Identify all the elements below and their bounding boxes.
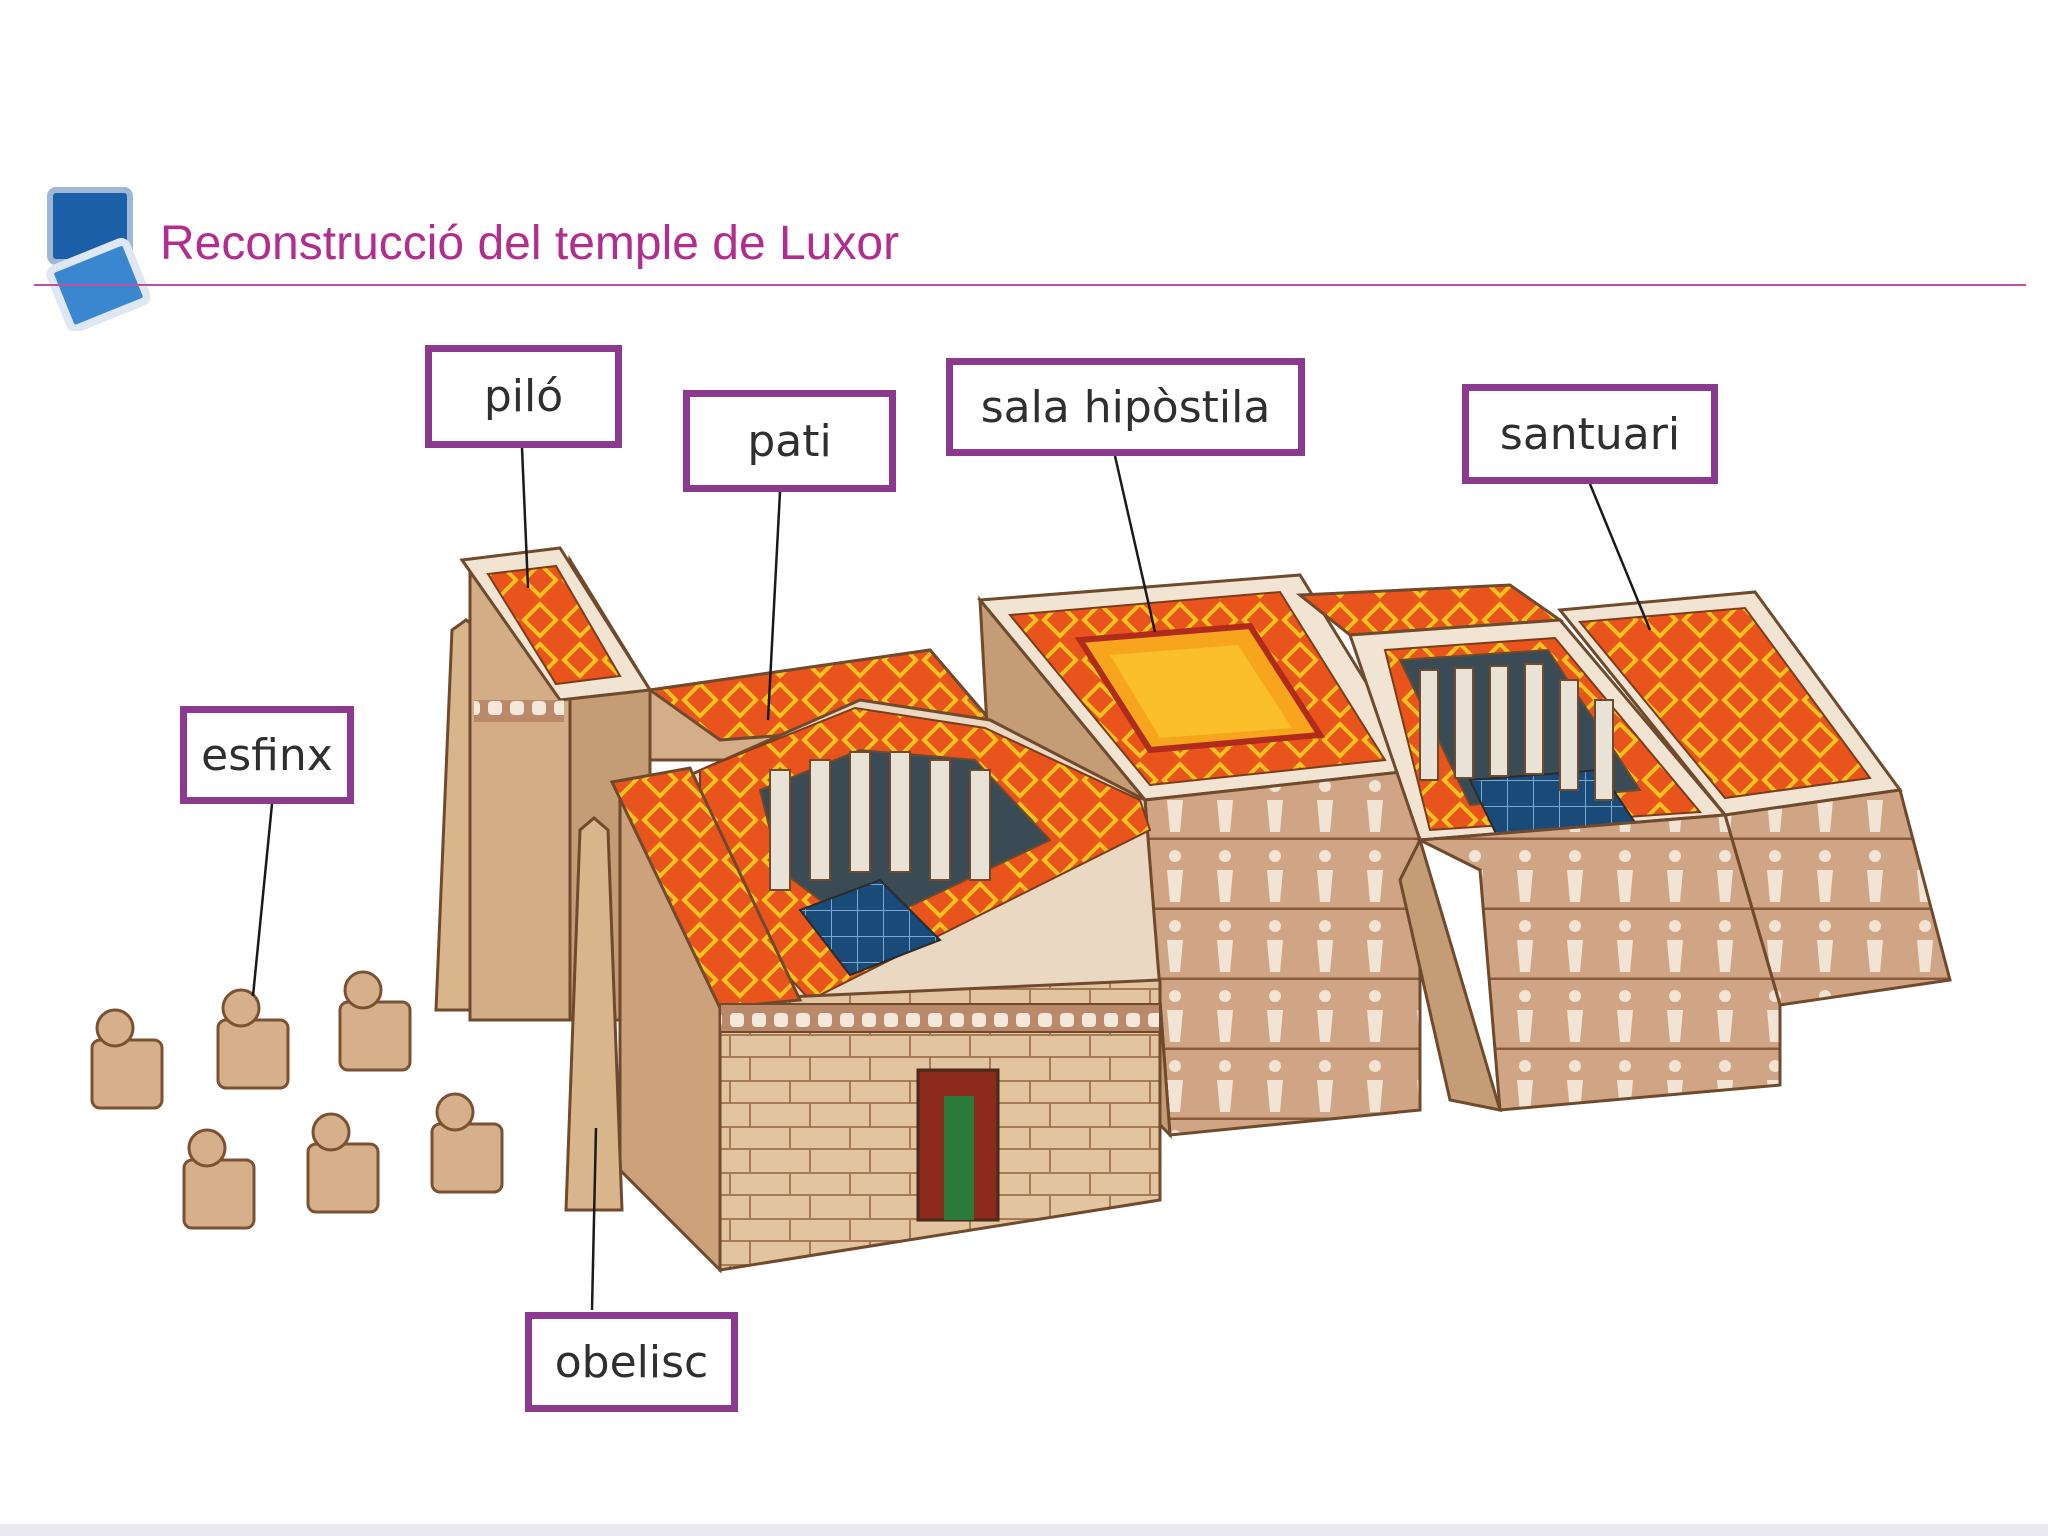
- label-obelisc: obelisc: [525, 1312, 738, 1412]
- leader-line-pilo: [520, 447, 530, 589]
- leader-line-santuari: [1588, 483, 1652, 631]
- sphinx: [182, 1128, 256, 1230]
- courtyard-front: [688, 698, 1162, 1042]
- label-pilo: piló: [425, 345, 622, 448]
- label-esfinx: esfinx: [180, 706, 354, 804]
- label-santuari: santuari: [1462, 384, 1718, 484]
- label-pati: pati: [683, 390, 896, 492]
- sphinx: [338, 970, 412, 1072]
- sphinx-group: [90, 970, 504, 1230]
- bottom-band: [0, 1524, 2048, 1536]
- front-gate: [609, 766, 1162, 1274]
- sanctuary-court: [1347, 618, 1782, 1112]
- title-divider: [34, 284, 2026, 286]
- hypostyle-hall: [977, 573, 1423, 1140]
- sphinx: [90, 1008, 164, 1110]
- label-sala-hipostila: sala hipòstila: [946, 358, 1305, 456]
- leader-line-obelisc: [590, 1127, 598, 1311]
- sphinx: [216, 988, 290, 1090]
- sanctuary-rear: [1295, 583, 1952, 1007]
- sphinx: [306, 1112, 380, 1214]
- leader-line-pati: [766, 491, 782, 721]
- leader-line-esfinx: [251, 803, 274, 997]
- leader-line-sala-hipostila: [1113, 455, 1157, 633]
- leader-lines: [251, 447, 1652, 1311]
- sphinx: [430, 1092, 504, 1194]
- obelisk-front: [564, 816, 624, 1212]
- slide-title: Reconstrucció del temple de Luxor: [160, 217, 900, 270]
